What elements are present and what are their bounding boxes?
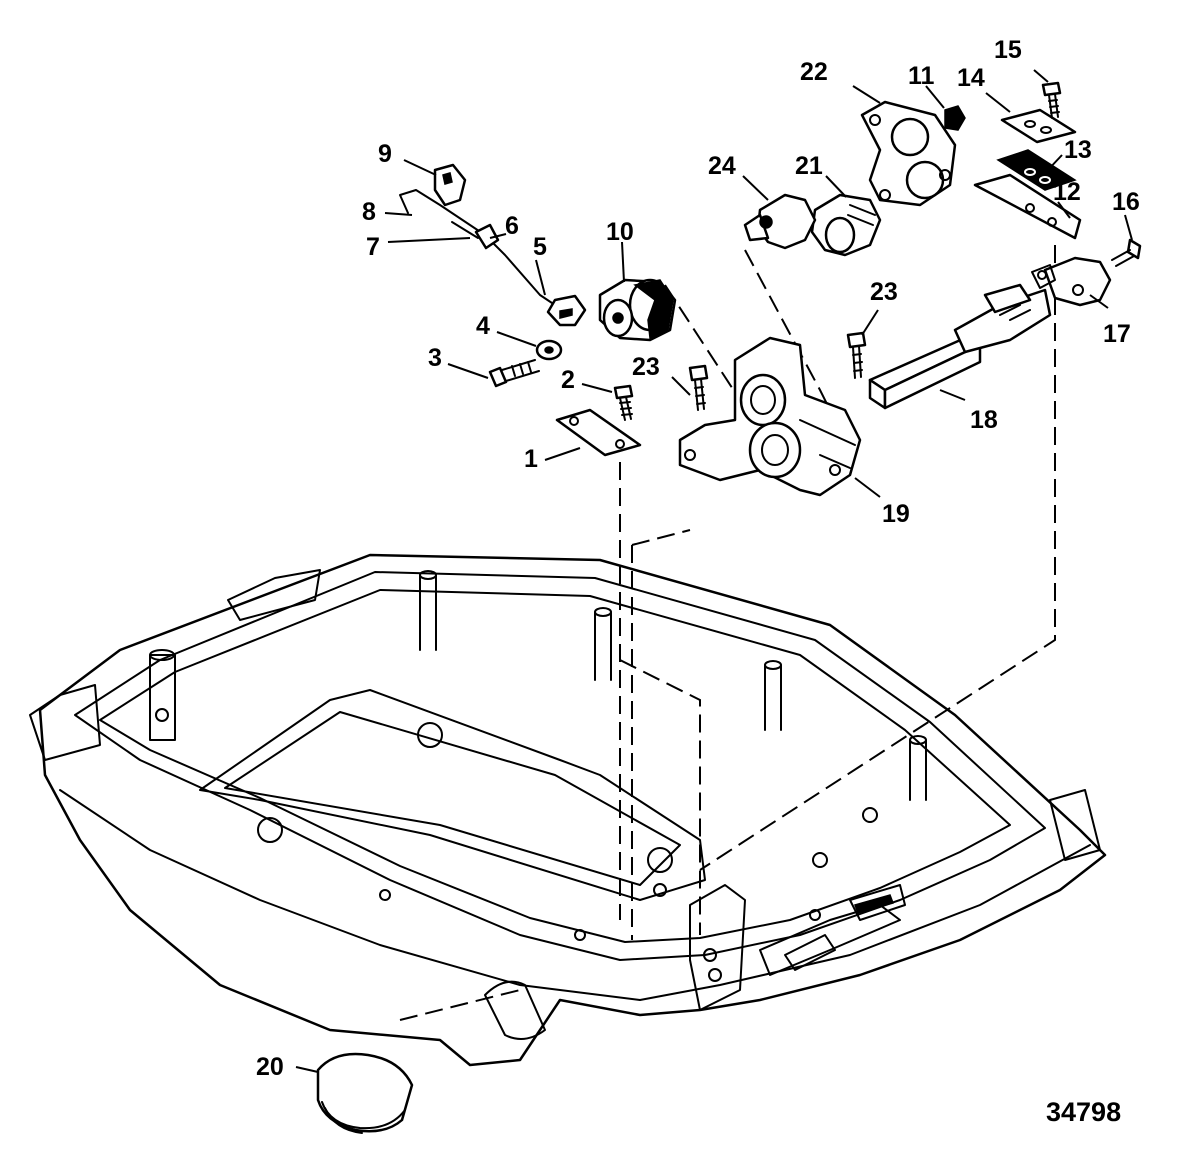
assembly-lines <box>399 245 1056 1021</box>
callout-7: 7 <box>366 233 380 261</box>
callout-10: 10 <box>606 218 634 246</box>
callout-20: 20 <box>256 1053 284 1081</box>
part-11-nut <box>944 105 966 131</box>
bottom-cowl <box>29 553 1107 1067</box>
callout-15: 15 <box>994 36 1022 64</box>
part-19-bracket <box>678 336 862 497</box>
callout-labels: 1 2 3 4 5 6 7 8 9 10 11 12 13 14 15 16 1… <box>256 36 1140 1081</box>
part-18-shift-shaft <box>868 283 1052 410</box>
part-10-gear <box>598 278 677 342</box>
part-9-clip <box>433 163 467 207</box>
callout-19: 19 <box>882 500 910 528</box>
callout-leaders <box>295 69 1133 1073</box>
callout-23b: 23 <box>870 278 898 306</box>
part-1-plate <box>555 408 642 457</box>
callout-16: 16 <box>1112 188 1140 216</box>
callout-1: 1 <box>524 445 538 473</box>
part-24-anchor <box>743 193 817 250</box>
part-16-screw <box>1111 238 1142 267</box>
part-23-screws <box>688 331 867 411</box>
callout-9: 9 <box>378 140 392 168</box>
callout-14: 14 <box>957 64 985 92</box>
part-15-screw <box>1041 81 1062 119</box>
callout-13: 13 <box>1064 136 1092 164</box>
part-21-retainer <box>810 193 882 257</box>
callout-3: 3 <box>428 344 442 372</box>
part-20-plug <box>316 1052 414 1134</box>
part-3-bolt <box>488 359 540 388</box>
callout-12: 12 <box>1053 178 1081 206</box>
part-17-shift-lever <box>1031 256 1112 307</box>
callout-8: 8 <box>362 198 376 226</box>
callout-22: 22 <box>800 58 828 86</box>
part-13-pad <box>996 149 1077 191</box>
part-5-8-link-rod <box>399 189 587 327</box>
callout-24: 24 <box>708 152 736 180</box>
callout-6: 6 <box>505 212 519 240</box>
part-2-screw <box>613 384 634 421</box>
part-4-washer <box>535 339 563 361</box>
part-14-plate <box>1000 108 1077 144</box>
callout-18: 18 <box>970 406 998 434</box>
figure-number: 34798 <box>1046 1097 1121 1127</box>
callout-23a: 23 <box>632 353 660 381</box>
callout-21: 21 <box>795 152 823 180</box>
callout-2: 2 <box>561 366 575 394</box>
callout-4: 4 <box>476 312 490 340</box>
part-12-strap <box>973 173 1082 240</box>
part-22-anchor-plate <box>860 100 957 207</box>
callout-5: 5 <box>533 233 547 261</box>
callout-17: 17 <box>1103 320 1131 348</box>
callout-11: 11 <box>908 62 935 90</box>
